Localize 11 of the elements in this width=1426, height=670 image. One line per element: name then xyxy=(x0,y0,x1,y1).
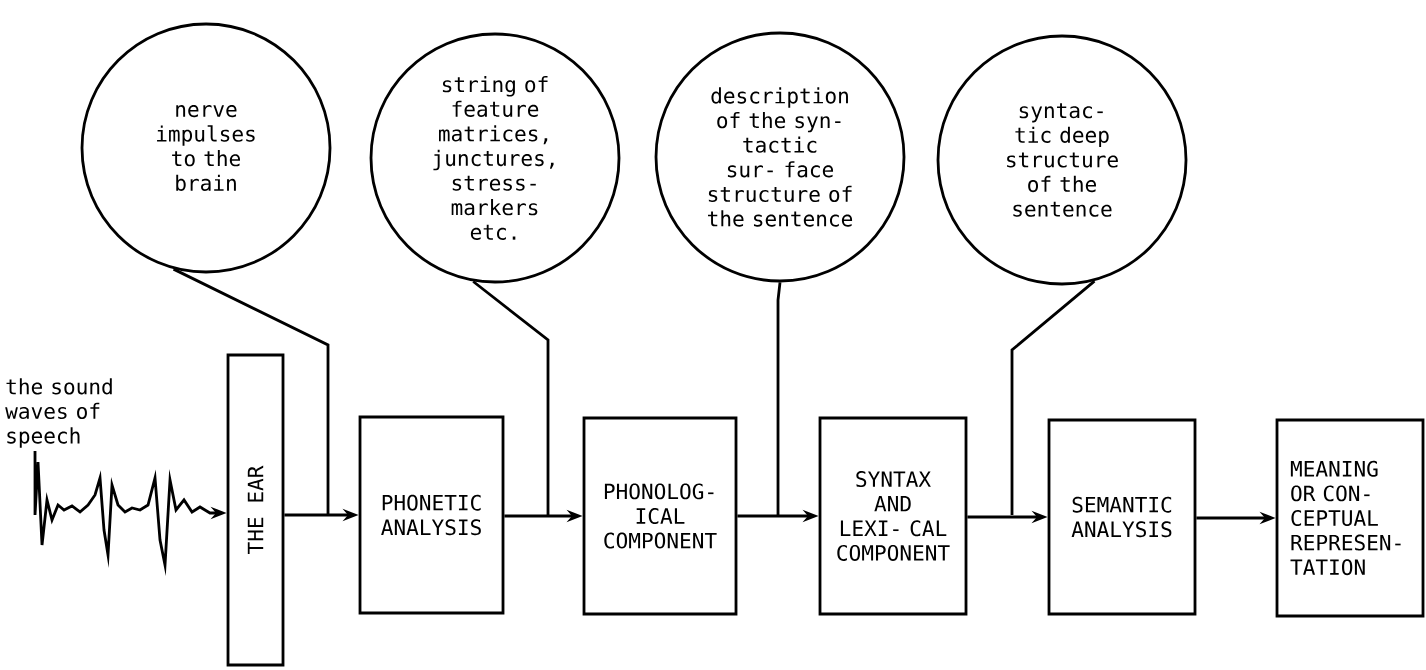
sound-waves-label: the sound waves of speech xyxy=(5,378,112,448)
leader-line xyxy=(472,280,550,515)
process-box: PHONOLOG- ICAL COMPONENT xyxy=(582,416,738,616)
process-box: SEMANTIC ANALYSIS xyxy=(1047,418,1197,616)
process-box: MEANING OR CON- CEPTUAL REPRESEN- TATION xyxy=(1275,418,1425,618)
process-box: PHONETIC ANALYSIS xyxy=(358,415,505,615)
leader-line xyxy=(172,267,330,515)
ear-box: THE EAR xyxy=(226,353,285,667)
leader-line xyxy=(1010,280,1096,515)
leader-line xyxy=(776,282,782,515)
process-box: SYNTAX AND LEXI- CAL COMPONENT xyxy=(818,416,968,616)
